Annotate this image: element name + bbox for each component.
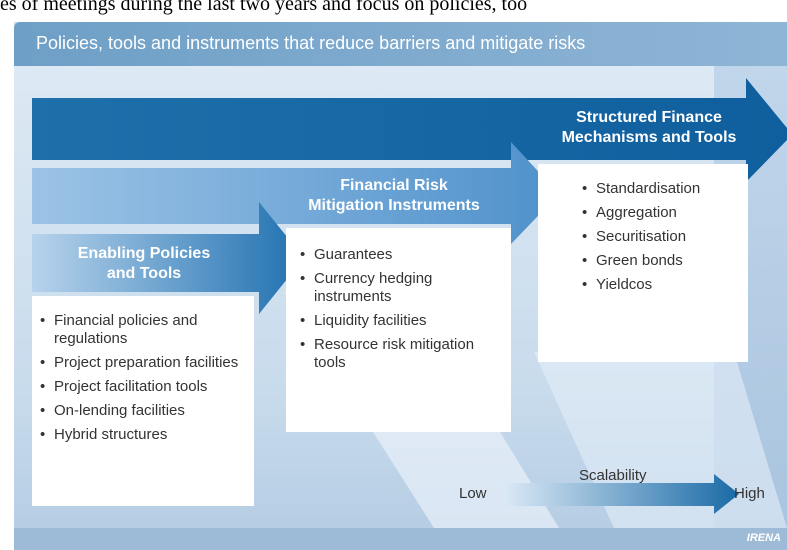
figure-footer <box>14 528 787 550</box>
stage1-title-line2: and Tools <box>106 265 182 282</box>
figure-header: Policies, tools and instruments that red… <box>14 22 787 66</box>
stage2-title-line1: Financial Risk <box>340 177 448 194</box>
scalability-arrow <box>504 474 739 514</box>
stage3-title-line2: Mechanisms and Tools <box>561 129 737 146</box>
figure-panel: Policies, tools and instruments that red… <box>14 22 787 550</box>
stage3-box: Standardisation Aggregation Securitisati… <box>538 164 748 362</box>
scale-high-label: High <box>734 485 765 502</box>
stage3-list: Standardisation Aggregation Securitisati… <box>582 180 740 294</box>
list-item: Resource risk mitigation tools <box>300 336 505 372</box>
list-item: Securitisation <box>582 228 740 246</box>
stage2-list: Guarantees Currency hedging instruments … <box>300 246 505 372</box>
list-item: Project facilitation tools <box>40 378 254 396</box>
stage1-box: Financial policies and regulations Proje… <box>32 296 254 506</box>
list-item: Aggregation <box>582 204 740 222</box>
figure-title: Policies, tools and instruments that red… <box>36 33 586 53</box>
stage3-title: Structured Finance Mechanisms and Tools <box>534 108 764 148</box>
scale-low-label: Low <box>459 485 487 502</box>
scalability-label: Scalability <box>579 467 647 484</box>
list-item: Yieldcos <box>582 276 740 294</box>
source-label: IRENA <box>746 532 781 544</box>
list-item: On-lending facilities <box>40 402 254 420</box>
list-item: Standardisation <box>582 180 740 198</box>
middle-arrow <box>32 142 559 244</box>
stage2-box: Guarantees Currency hedging instruments … <box>286 228 511 432</box>
list-item: Hybrid structures <box>40 426 254 444</box>
top-arrow <box>32 78 787 182</box>
stage2-title: Financial Risk Mitigation Instruments <box>279 176 509 216</box>
stage1-list: Financial policies and regulations Proje… <box>40 312 254 444</box>
stage2-title-line2: Mitigation Instruments <box>308 197 480 214</box>
stage1-title: Enabling Policies and Tools <box>44 244 244 284</box>
list-item: Liquidity facilities <box>300 312 505 330</box>
list-item: Financial policies and regulations <box>40 312 254 348</box>
list-item: Green bonds <box>582 252 740 270</box>
list-item: Guarantees <box>300 246 505 264</box>
page-top-text: es of meetings during the last two years… <box>0 0 528 15</box>
stage1-title-line1: Enabling Policies <box>77 245 211 262</box>
list-item: Project preparation facilities <box>40 354 254 372</box>
list-item: Currency hedging instruments <box>300 270 505 306</box>
lower-arrow <box>32 202 304 314</box>
stage3-title-line1: Structured Finance <box>576 109 722 126</box>
